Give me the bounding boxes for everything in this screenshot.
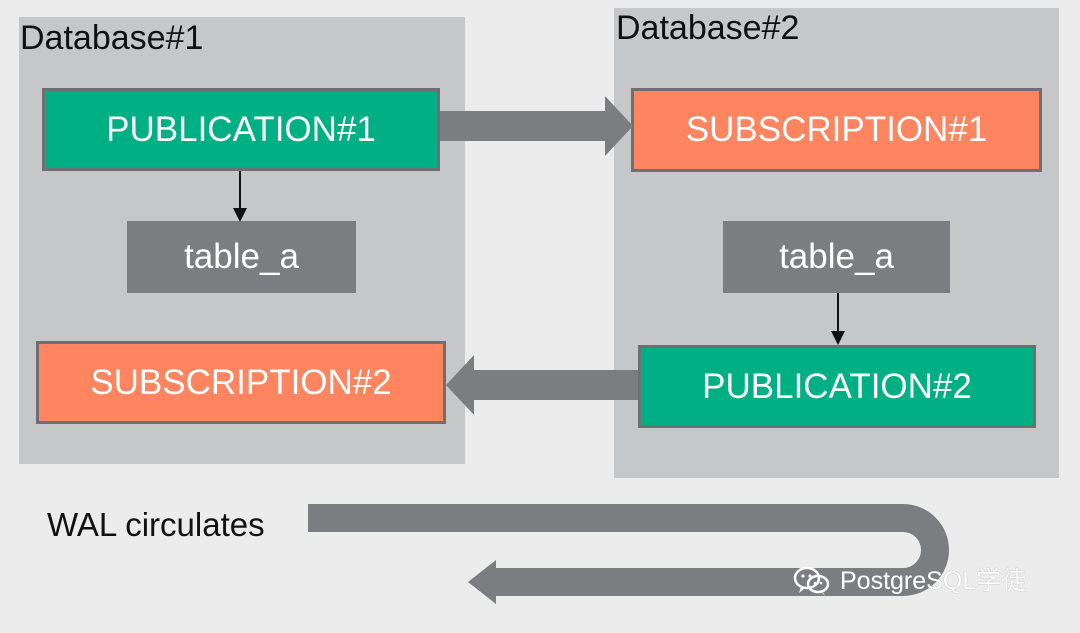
database-1-table-box: table_a (127, 221, 356, 293)
publication-1-box: PUBLICATION#1 (42, 88, 440, 171)
wechat-icon (793, 566, 830, 596)
watermark: PostgreSQL学徒 (792, 563, 1026, 599)
wal-circulation-arrow (308, 504, 949, 604)
publication-2-to-subscription-2-arrow (446, 355, 638, 415)
database-1-title: Database#1 (20, 19, 204, 57)
publication-2-box: PUBLICATION#2 (638, 345, 1036, 428)
watermark-text: PostgreSQL学徒 (840, 566, 1027, 595)
subscription-2-box: SUBSCRIPTION#2 (36, 341, 446, 424)
database-2-table-label: table_a (779, 237, 894, 276)
wal-circulation-caption: WAL circulates (47, 506, 265, 543)
database-1-table-label: table_a (184, 237, 299, 276)
subscription-2-label: SUBSCRIPTION#2 (90, 362, 392, 402)
publication-2-label: PUBLICATION#2 (702, 366, 972, 406)
publication-1-label: PUBLICATION#1 (106, 109, 376, 149)
database-2-table-to-publication-arrow (831, 293, 845, 345)
database-2-table-box: table_a (723, 221, 950, 293)
database-1-publication-to-table-arrow (233, 171, 247, 222)
subscription-1-box: SUBSCRIPTION#1 (631, 88, 1042, 172)
subscription-1-label: SUBSCRIPTION#1 (685, 110, 988, 149)
database-2-title: Database#2 (616, 9, 800, 47)
publication-1-to-subscription-1-arrow (440, 96, 633, 156)
